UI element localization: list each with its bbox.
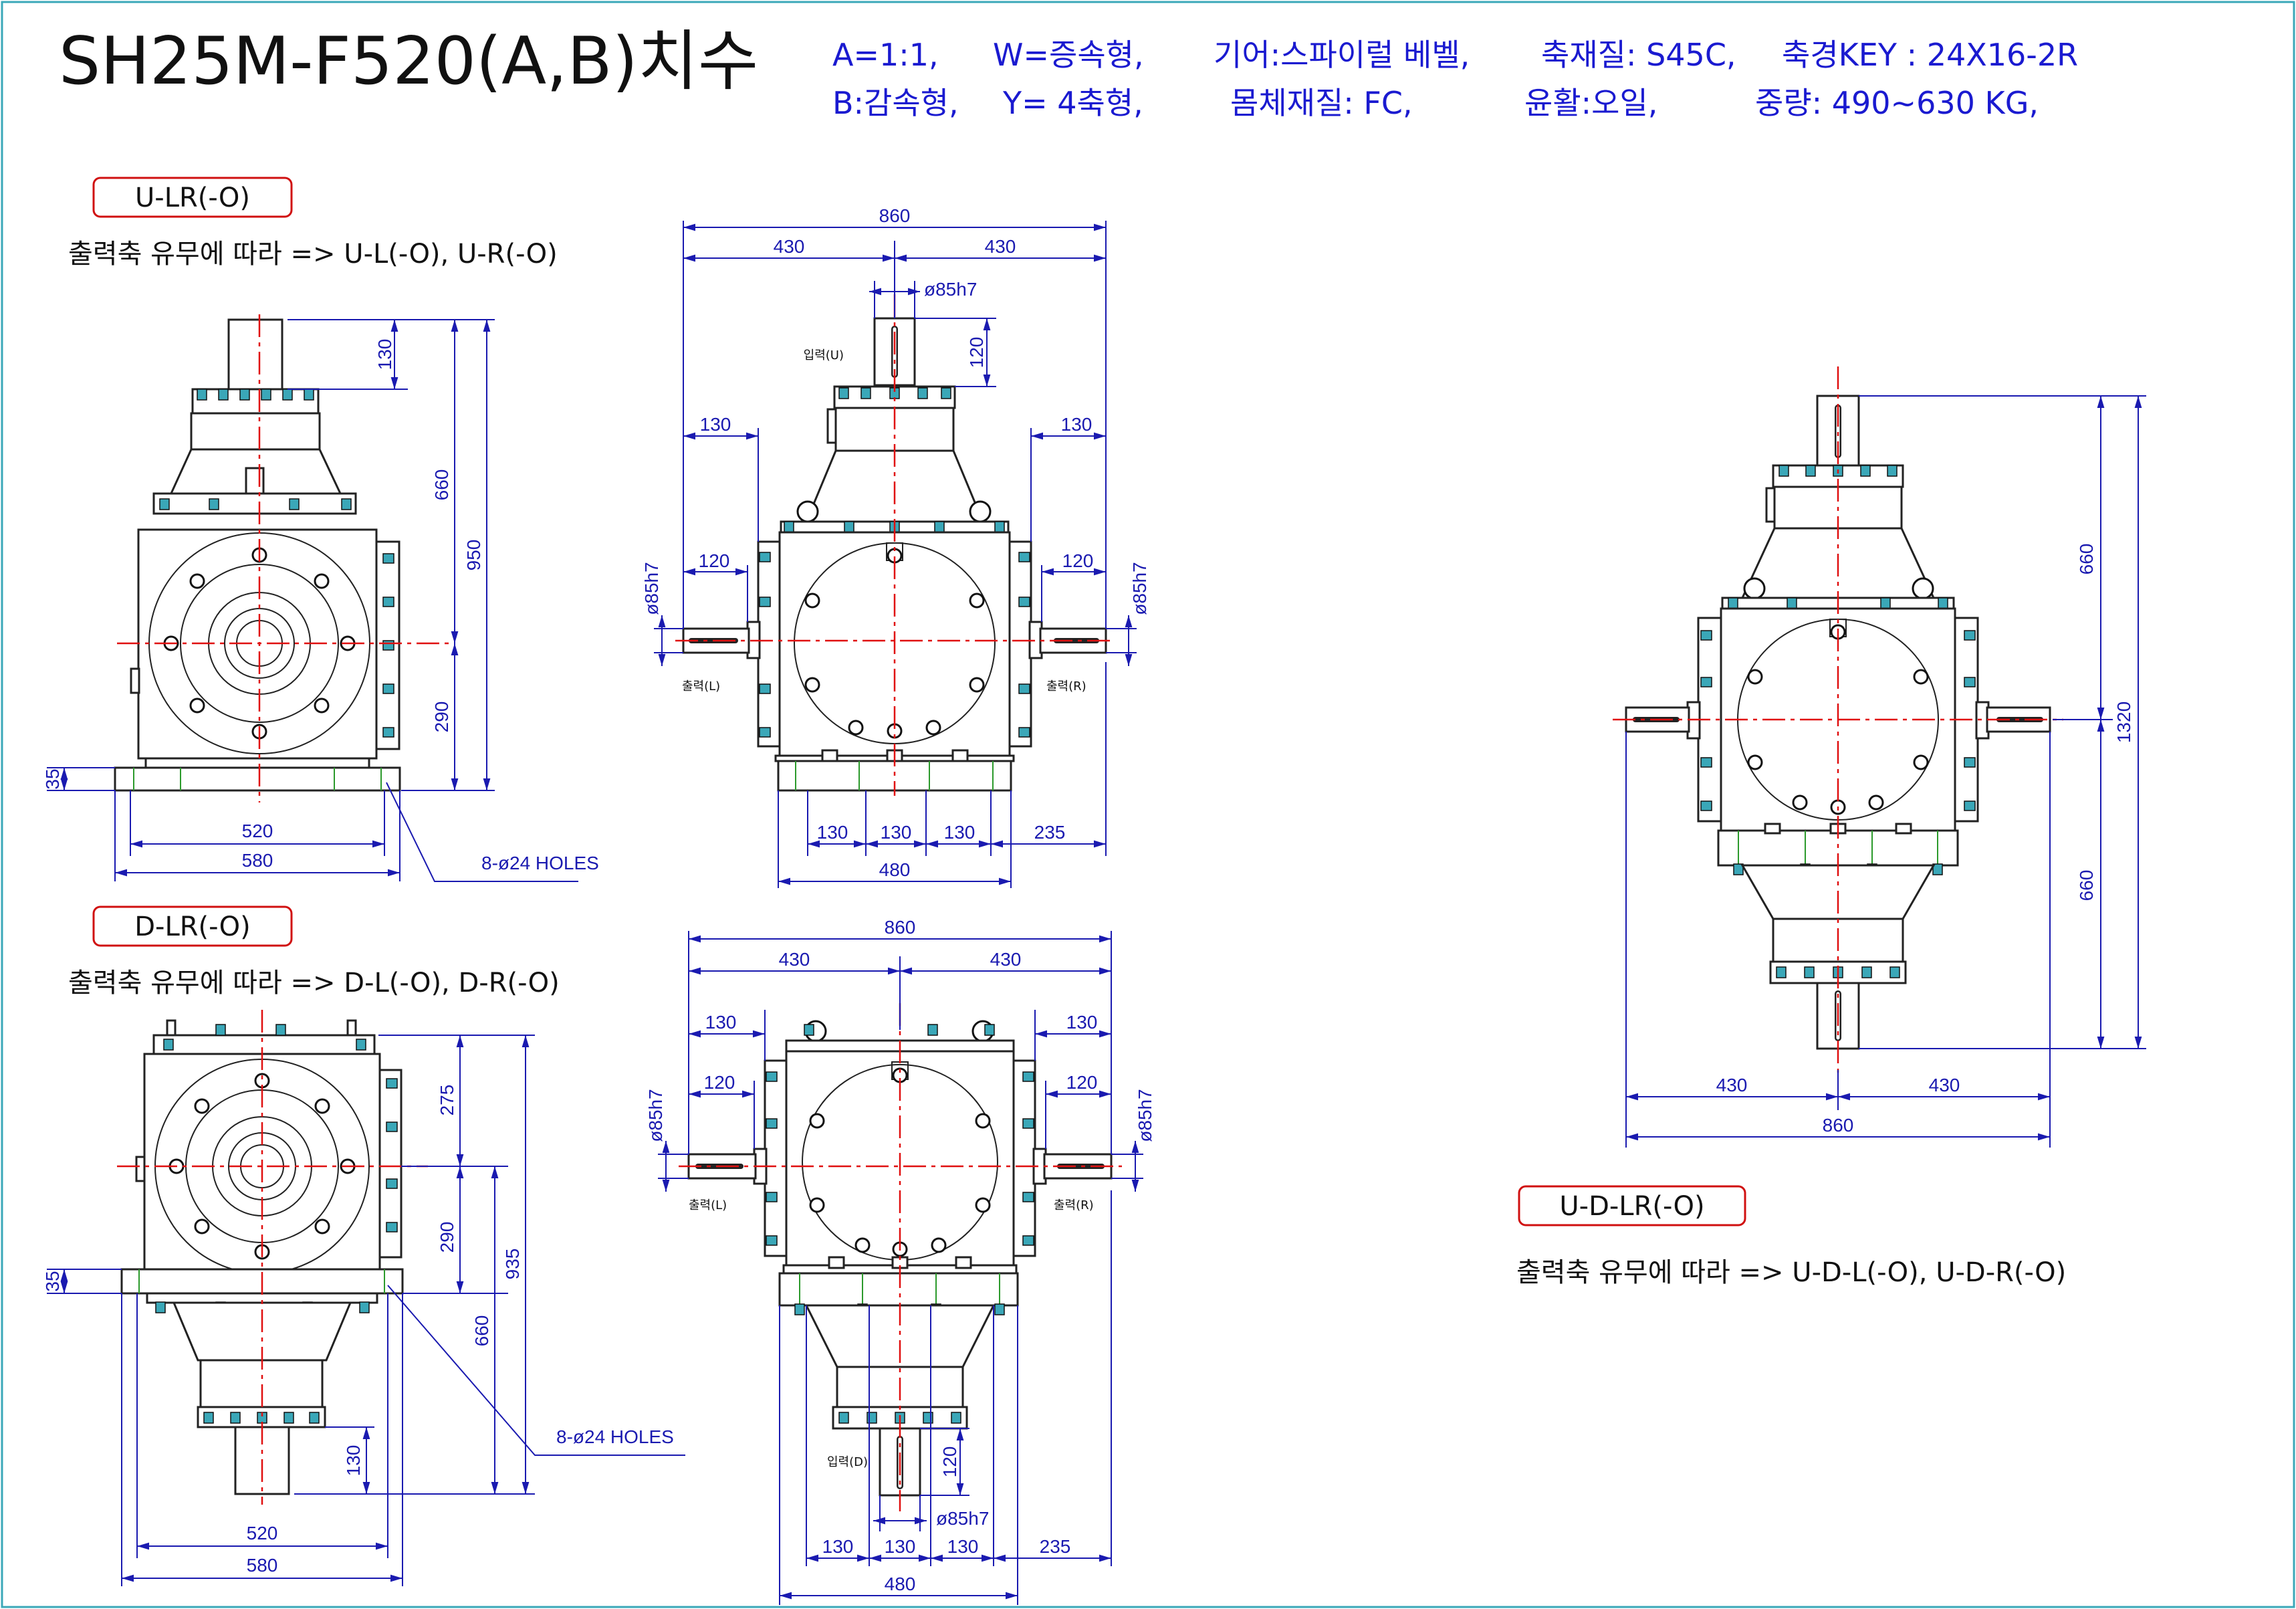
d-lr-tag: D-LR(-O)	[134, 911, 251, 942]
dim-130-left: 130	[705, 1012, 737, 1033]
dim-430-left: 430	[774, 236, 805, 257]
dim-430-right: 430	[985, 236, 1016, 257]
spec-gear: 기어:스파이럴 베벨,	[1214, 37, 1470, 73]
output-r-label: 출력(R)	[1054, 1198, 1094, 1212]
u-lr-note: 출력축 유무에 따라 => U-L(-O), U-R(-O)	[68, 239, 558, 270]
dim-120-right: 120	[1066, 1072, 1098, 1093]
d-lr-side-dims: 275 290 935 660 130 35 520 580 8-ø24 HOL…	[42, 1035, 685, 1586]
dim-base-480: 480	[879, 859, 911, 880]
dim-phi85-input: ø85h7	[936, 1508, 989, 1529]
dim-120-input: 120	[966, 337, 987, 368]
output-l-label: 출력(L)	[682, 679, 720, 693]
holes-label: 8-ø24 HOLES	[556, 1426, 674, 1447]
dim-base-130b: 130	[881, 822, 912, 843]
dim-base-480: 480	[885, 1574, 916, 1594]
dim-phi85-left: ø85h7	[645, 1089, 666, 1142]
dim-430-right: 430	[990, 949, 1022, 970]
spec-lubrication: 윤활:오일,	[1524, 85, 1657, 121]
dim-120-input: 120	[939, 1446, 960, 1478]
spec-body-material: 몸체재질: FC,	[1230, 85, 1413, 121]
u-lr-side-dims: 130 660 950 290 35 520 580 8-ø24 HOLES	[42, 319, 599, 882]
u-d-lr-tag: U-D-LR(-O)	[1559, 1191, 1704, 1222]
dim-130-right: 130	[1061, 414, 1093, 435]
dim-base-130c: 130	[947, 1536, 979, 1557]
u-d-lr-dims: 660 660 1320 430 430 860	[1625, 395, 2146, 1148]
u-lr-front-view	[675, 294, 1115, 796]
spec-type-y: Y= 4축형,	[1002, 85, 1143, 121]
dim-120-left: 120	[704, 1072, 735, 1093]
dim-base-130b: 130	[885, 1536, 916, 1557]
dim-660-upper: 660	[2076, 544, 2097, 575]
dim-860: 860	[879, 205, 911, 226]
d-lr-front-view	[679, 1003, 1122, 1511]
dim-430-right: 430	[1929, 1075, 1960, 1095]
spec-line-2: B:감속형, Y= 4축형, 몸체재질: FC, 윤활:오일, 중량: 490~…	[832, 85, 2039, 121]
dim-120-left: 120	[699, 550, 730, 571]
input-d-label: 입력(D)	[827, 1455, 868, 1469]
dim-phi85-input: ø85h7	[924, 279, 977, 300]
dim-35: 35	[42, 1271, 63, 1291]
dim-660-lower: 660	[2076, 870, 2097, 901]
dim-520: 520	[242, 821, 273, 841]
dim-580: 580	[242, 850, 273, 871]
dim-130-right: 130	[1066, 1012, 1098, 1033]
spec-key: 축경KEY : 24X16-2R	[1782, 37, 2078, 73]
d-lr-note: 출력축 유무에 따라 => D-L(-O), D-R(-O)	[68, 968, 560, 998]
d-lr-front-dims: 860 430 430 130 130 120 120 ø85h7 ø85h7 …	[645, 917, 1155, 1605]
spec-line-1: A=1:1, W=증속형, 기어:스파이럴 베벨, 축재질: S45C, 축경K…	[832, 37, 2078, 73]
dim-130-left: 130	[700, 414, 731, 435]
u-lr-side-view	[114, 314, 455, 802]
dim-phi85-right: ø85h7	[1135, 1089, 1155, 1142]
dim-290: 290	[431, 702, 452, 733]
dim-660: 660	[431, 469, 452, 501]
u-lr-tag: U-LR(-O)	[135, 183, 250, 213]
d-lr-side-view	[117, 1010, 428, 1505]
dim-130: 130	[374, 339, 395, 370]
dim-950: 950	[463, 540, 484, 571]
u-d-lr-tag-box	[1518, 1185, 1746, 1226]
dim-base-235: 235	[1034, 822, 1066, 843]
dim-290: 290	[437, 1222, 457, 1253]
input-u-label: 입력(U)	[804, 348, 844, 362]
dim-phi85-right: ø85h7	[1129, 562, 1150, 615]
dim-130: 130	[343, 1445, 364, 1477]
output-r-label: 출력(R)	[1046, 679, 1086, 693]
spec-ratio: A=1:1,	[832, 37, 939, 73]
dim-660: 660	[471, 1315, 492, 1347]
spec-shaft-material: 축재질: S45C,	[1541, 37, 1736, 73]
spec-type-w: W=증속형,	[993, 37, 1144, 73]
u-d-lr-view	[1613, 366, 2063, 1077]
dim-phi85-left: ø85h7	[641, 562, 662, 615]
dim-580: 580	[247, 1555, 278, 1576]
dim-860: 860	[1823, 1115, 1854, 1136]
dim-120-right: 120	[1062, 550, 1094, 571]
dim-430-left: 430	[1716, 1075, 1748, 1095]
dim-275: 275	[437, 1085, 457, 1116]
dim-430-left: 430	[779, 949, 810, 970]
holes-label: 8-ø24 HOLES	[481, 853, 599, 873]
u-d-lr-note: 출력축 유무에 따라 => U-D-L(-O), U-D-R(-O)	[1516, 1257, 2066, 1288]
dim-base-130a: 130	[822, 1536, 854, 1557]
drawing-title: SH25M-F520(A,B)치수	[59, 23, 758, 100]
output-l-label: 출력(L)	[689, 1198, 727, 1212]
dim-base-235: 235	[1040, 1536, 1071, 1557]
dim-860: 860	[885, 917, 916, 938]
spec-type-b: B:감속형,	[832, 85, 959, 121]
dim-935: 935	[502, 1249, 523, 1280]
dim-35: 35	[42, 768, 63, 789]
u-lr-front-dims: 860 430 430 ø85h7 120 입력(U) 130 130 120 …	[641, 205, 1150, 888]
dim-base-130c: 130	[944, 822, 975, 843]
dim-1320: 1320	[2113, 702, 2134, 743]
u-lr-tag-box	[92, 177, 293, 218]
spec-weight: 중량: 490~630 KG,	[1755, 85, 2039, 121]
d-lr-tag-box	[92, 905, 293, 947]
dim-base-130a: 130	[817, 822, 848, 843]
dim-520: 520	[247, 1523, 278, 1543]
